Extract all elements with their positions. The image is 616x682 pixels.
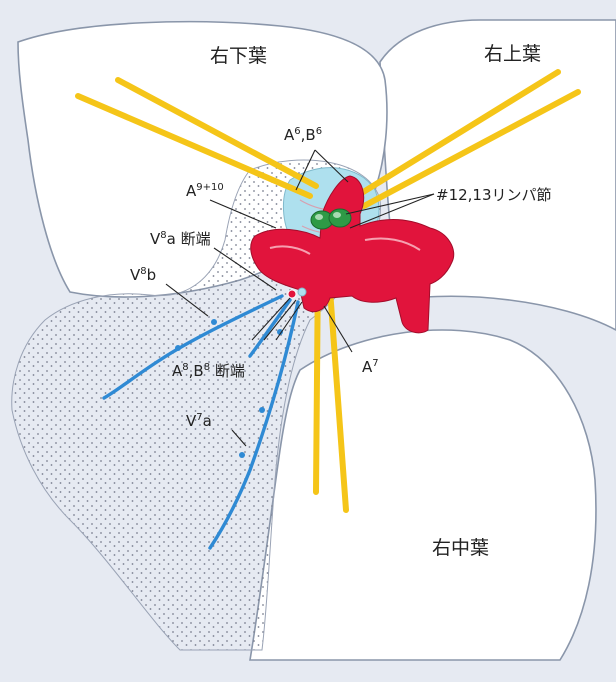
lymph-node-2 (329, 209, 351, 227)
label-right-middle-lobe: 右中葉 (432, 537, 489, 559)
lymph-node-shine-2 (333, 212, 341, 218)
label-lymph-node-12-13: #12,13リンパ節 (436, 186, 552, 204)
right-middle-lobe (250, 330, 596, 660)
label-right-lower-lobe: 右下葉 (210, 45, 267, 67)
label-right-upper-lobe: 右上葉 (484, 43, 541, 65)
label-v8a-stump: V8a 断端 (150, 230, 211, 248)
lymph-node-shine-1 (315, 214, 323, 220)
